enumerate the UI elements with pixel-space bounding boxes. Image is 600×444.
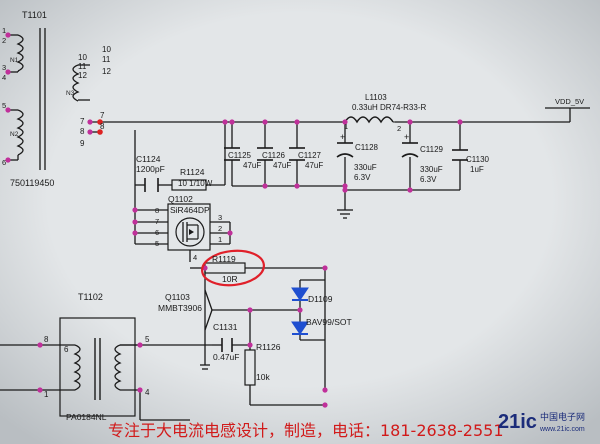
t1101-pin-4: 4 — [2, 73, 6, 82]
t1102-pin-5: 5 — [145, 335, 150, 344]
pin-7-marker — [97, 119, 103, 125]
c1125-ref: C1125 — [228, 151, 252, 160]
inductor-pin-1: 1 — [344, 122, 348, 131]
c1129-ref: C1129 — [420, 145, 444, 154]
t1102-pin-4: 4 — [145, 388, 150, 397]
t1101-pin-7-outer: 7 — [100, 111, 105, 120]
c1126-value: 47uF — [273, 161, 291, 170]
q1102-pin-3: 3 — [218, 213, 222, 222]
q1102-pin-1: 1 — [218, 235, 222, 244]
winding-n2-label: N2 — [10, 131, 19, 138]
logo-cn: 中国电子网 — [540, 411, 585, 422]
t1101-pin-11: 11 — [78, 62, 87, 71]
logo-main: 21ic — [498, 411, 537, 433]
q1102-pin-2: 2 — [218, 224, 222, 233]
t1101-pin-10-outer: 10 — [102, 45, 111, 54]
c1128-ref: C1128 — [355, 143, 379, 152]
transformer-t1101-windings — [16, 34, 80, 160]
d1109-ref: D1109 — [308, 294, 333, 304]
c1125-value: 47uF — [243, 161, 261, 170]
t1102-part: PA0184NL — [66, 412, 107, 422]
q1102-pin-5: 5 — [155, 239, 159, 248]
inductor-value: 0.33uH DR74-R33-R — [352, 103, 426, 112]
c1124-ref: C1124 — [136, 154, 161, 164]
t1101-pin-2: 2 — [2, 36, 6, 45]
t1101-pin-3: 3 — [2, 63, 6, 72]
r1126-ref: R1126 — [256, 342, 281, 352]
c1131-ref: C1131 — [213, 322, 238, 332]
logo-url: www.21ic.com — [539, 426, 585, 433]
bjt-q1103-symbol — [204, 289, 213, 331]
t1101-pin-8: 8 — [80, 127, 85, 136]
c1130-ref: C1130 — [466, 155, 490, 164]
c1127-ref: C1127 — [298, 151, 322, 160]
c1129-rating: 6.3V — [420, 175, 437, 184]
capacitor-symbols — [144, 142, 468, 352]
r1124-value: 10 1/10W — [178, 179, 213, 188]
t1101-part: 750119450 — [10, 178, 54, 188]
t1101-pin-7: 7 — [80, 117, 85, 126]
t1101-pin-12-outer: 12 — [102, 67, 111, 76]
c1128-value: 330uF — [354, 163, 377, 172]
q1102-pin-7: 7 — [155, 217, 159, 226]
net-label-vdd: VDD_5V — [555, 97, 584, 106]
t1101-ref: T1101 — [22, 10, 47, 20]
resistor-r1126-symbol — [244, 349, 256, 386]
t1101-pin-11-outer: 11 — [102, 55, 111, 64]
r1126-value: 10k — [256, 372, 270, 382]
watermark-text: 专注于大电流电感设计，制造，电话：181-2638-2551 — [108, 421, 504, 440]
t1101-pin-5: 5 — [2, 101, 6, 110]
c1129-value: 330uF — [420, 165, 443, 174]
diode-d1109-symbol — [291, 280, 309, 335]
site-logo: 21ic 中国电子网 www.21ic.com — [498, 411, 585, 433]
c1129-curved-plate — [401, 153, 419, 158]
t1102-pin-1: 1 — [44, 390, 49, 399]
c1126-ref: C1126 — [262, 151, 286, 160]
q1103-ref: Q1103 — [165, 292, 190, 302]
t1102-pin-6: 6 — [64, 345, 69, 354]
t1101-pin-9: 9 — [80, 139, 85, 148]
winding-n3-label: N3 — [66, 90, 75, 97]
r1119-ref: R1119 — [212, 254, 236, 264]
t1101-pin-10: 10 — [78, 53, 87, 62]
t1102-ref: T1102 — [78, 292, 103, 302]
pin-8-marker — [97, 129, 103, 135]
t1101-pin-8-outer: 8 — [100, 122, 105, 131]
t1102-pin-8: 8 — [44, 335, 49, 344]
t1101-pin-12: 12 — [78, 71, 87, 80]
wires — [0, 28, 590, 421]
c1129-polarity: + — [404, 132, 409, 142]
resistor-r1124-symbol — [171, 179, 207, 191]
c1128-polarity: + — [340, 132, 345, 142]
inductor-pin-2: 2 — [397, 124, 401, 133]
mosfet-q1102-symbol — [167, 203, 211, 251]
r1119-value: 10R — [222, 274, 238, 284]
q1102-pin-8: 8 — [155, 206, 159, 215]
annotation-circle — [201, 249, 265, 287]
transformer-t1102-symbol — [59, 317, 136, 417]
inductor-ref: L1103 — [365, 93, 387, 102]
q1102-pin-6: 6 — [155, 228, 159, 237]
t1101-pin-6: 6 — [2, 158, 6, 167]
inductor-l1103-symbol — [344, 116, 394, 124]
c1128-rating: 6.3V — [354, 173, 371, 182]
q1102-ref: Q1102 — [168, 194, 193, 204]
c1128-curved-plate — [336, 153, 354, 158]
q1103-part: MMBT3906 — [158, 303, 202, 313]
junction-dots — [5, 32, 463, 408]
c1130-value: 1uF — [470, 165, 484, 174]
winding-n1-label: N1 — [10, 57, 19, 64]
c1124-value: 1200pF — [136, 164, 165, 174]
t1101-pin-1: 1 — [2, 26, 6, 35]
q1102-part: SiR464DP — [170, 205, 210, 215]
r1124-ref: R1124 — [180, 167, 205, 177]
c1127-value: 47uF — [305, 161, 323, 170]
c1131-value: 0.47uF — [213, 352, 239, 362]
q1102-gate-pin: 4 — [193, 253, 197, 262]
d1109-part: BAV99/SOT — [306, 317, 352, 327]
